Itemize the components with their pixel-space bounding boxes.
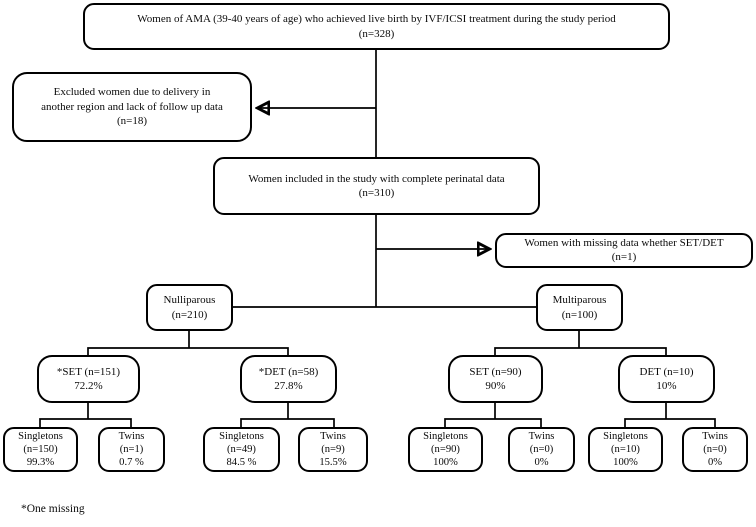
box-singletons-set-multiparous: Singletons (n=90) 100% xyxy=(408,427,483,472)
bracket-det-nulliparous xyxy=(240,418,335,427)
box-text: Singletons xyxy=(603,431,648,442)
box-text: (n=9) xyxy=(321,444,345,455)
box-text: 10% xyxy=(656,380,677,392)
box-text: SET (n=90) xyxy=(469,365,522,378)
box-text: (n=1) xyxy=(611,250,637,263)
footnote: *One missing xyxy=(21,503,85,515)
box-text: Excluded women due to delivery in xyxy=(53,86,211,99)
bracket-det-multiparous xyxy=(624,418,716,427)
box-text: 27.8% xyxy=(274,380,303,392)
box-text: (n=310) xyxy=(358,187,395,199)
box-multiparous: Multiparous (n=100) xyxy=(536,284,623,331)
box-text: (n=10) xyxy=(611,444,640,455)
box-text: Twins xyxy=(702,431,728,442)
box-det-multiparous: DET (n=10) 10% xyxy=(618,355,715,403)
box-text: Multiparous xyxy=(552,294,607,306)
box-text: Twins xyxy=(320,431,346,442)
box-text: 99.3% xyxy=(26,457,55,468)
box-text: 72.2% xyxy=(74,380,103,392)
box-text: another region and lack of follow up dat… xyxy=(41,100,223,113)
box-twins-det-multiparous: Twins (n=0) 0% xyxy=(682,427,748,472)
box-text: (n=0) xyxy=(529,444,554,455)
box-text: Twins xyxy=(118,431,145,442)
box-singletons-set-nulliparous: Singletons (n=150) 99.3% xyxy=(3,427,78,472)
box-text: Twins xyxy=(528,431,555,442)
box-text: *DET (n=58) xyxy=(258,365,319,378)
box-text: (n=90) xyxy=(431,444,460,455)
box-text: DET (n=10) xyxy=(639,365,694,378)
box-twins-set-nulliparous: Twins (n=1) 0.7 % xyxy=(98,427,165,472)
box-text: Singletons xyxy=(219,431,264,442)
box-text: Singletons xyxy=(18,431,63,442)
box-text: Singletons xyxy=(423,431,468,442)
box-text: Women with missing data whether SET/DET xyxy=(524,237,724,249)
bracket-set-multiparous xyxy=(444,418,542,427)
box-set-nulliparous: *SET (n=151) 72.2% xyxy=(37,355,140,403)
box-text: 0% xyxy=(534,457,549,468)
box-text: (n=18) xyxy=(116,115,148,128)
box-text: 100% xyxy=(613,457,638,468)
box-singletons-det-multiparous: Singletons (n=10) 100% xyxy=(588,427,663,472)
box-excluded: Excluded women due to delivery in anothe… xyxy=(12,72,252,142)
box-twins-det-nulliparous: Twins (n=9) 15.5% xyxy=(298,427,368,472)
box-nulliparous: Nulliparous (n=210) xyxy=(146,284,233,331)
box-text: *SET (n=151) xyxy=(56,365,121,378)
box-text: 0.7 % xyxy=(119,457,144,468)
box-text: (n=1) xyxy=(119,444,144,455)
box-text: (n=328) xyxy=(358,27,395,40)
box-text: (n=150) xyxy=(23,444,58,455)
box-text: (n=49) xyxy=(227,444,256,455)
box-twins-set-multiparous: Twins (n=0) 0% xyxy=(508,427,575,472)
box-text: 0% xyxy=(707,457,723,468)
box-text: (n=0) xyxy=(703,444,727,455)
box-text: Women included in the study with complet… xyxy=(248,172,505,185)
box-text: 100% xyxy=(433,457,458,468)
box-missing-data: Women with missing data whether SET/DET … xyxy=(495,233,753,268)
box-text: (n=210) xyxy=(171,308,208,321)
bracket-nulliparous xyxy=(87,347,289,355)
box-text: Women of AMA (39-40 years of age) who ac… xyxy=(137,13,616,25)
box-singletons-det-nulliparous: Singletons (n=49) 84.5 % xyxy=(203,427,280,472)
box-text: 84.5 % xyxy=(226,457,257,468)
bracket-multiparous xyxy=(494,347,667,355)
box-det-nulliparous: *DET (n=58) 27.8% xyxy=(240,355,337,403)
box-population: Women of AMA (39-40 years of age) who ac… xyxy=(83,3,670,50)
box-included: Women included in the study with complet… xyxy=(213,157,540,215)
box-text: 90% xyxy=(485,380,506,392)
box-text: (n=100) xyxy=(561,308,598,321)
box-text: 15.5% xyxy=(319,457,347,468)
bracket-set-nulliparous xyxy=(39,418,132,427)
box-text: Nulliparous xyxy=(163,294,216,306)
box-set-multiparous: SET (n=90) 90% xyxy=(448,355,543,403)
